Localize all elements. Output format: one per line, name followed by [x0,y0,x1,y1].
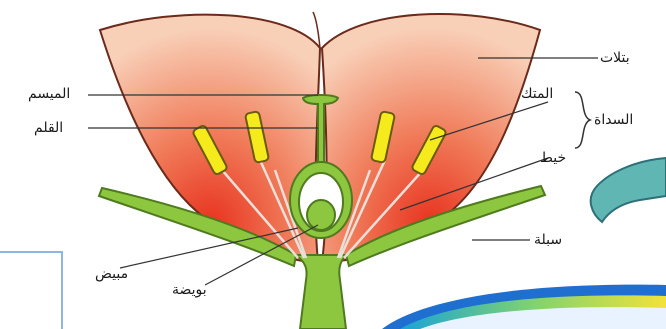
label-filament: خيط [540,150,566,166]
stamen-brace [575,92,590,148]
label-style: القلم [34,120,63,136]
label-anther: المتك [521,86,553,102]
label-stigma: الميسم [28,86,70,102]
label-ovary: مبيض [95,266,128,282]
label-sepal: سبلة [534,232,562,248]
label-ovule: بويضة [172,282,207,298]
label-stamens: السداة [594,112,633,128]
stalk [296,255,346,329]
teal-shape [591,158,666,222]
label-petals: بتلات [600,50,630,66]
left-panel-frame [0,251,63,329]
